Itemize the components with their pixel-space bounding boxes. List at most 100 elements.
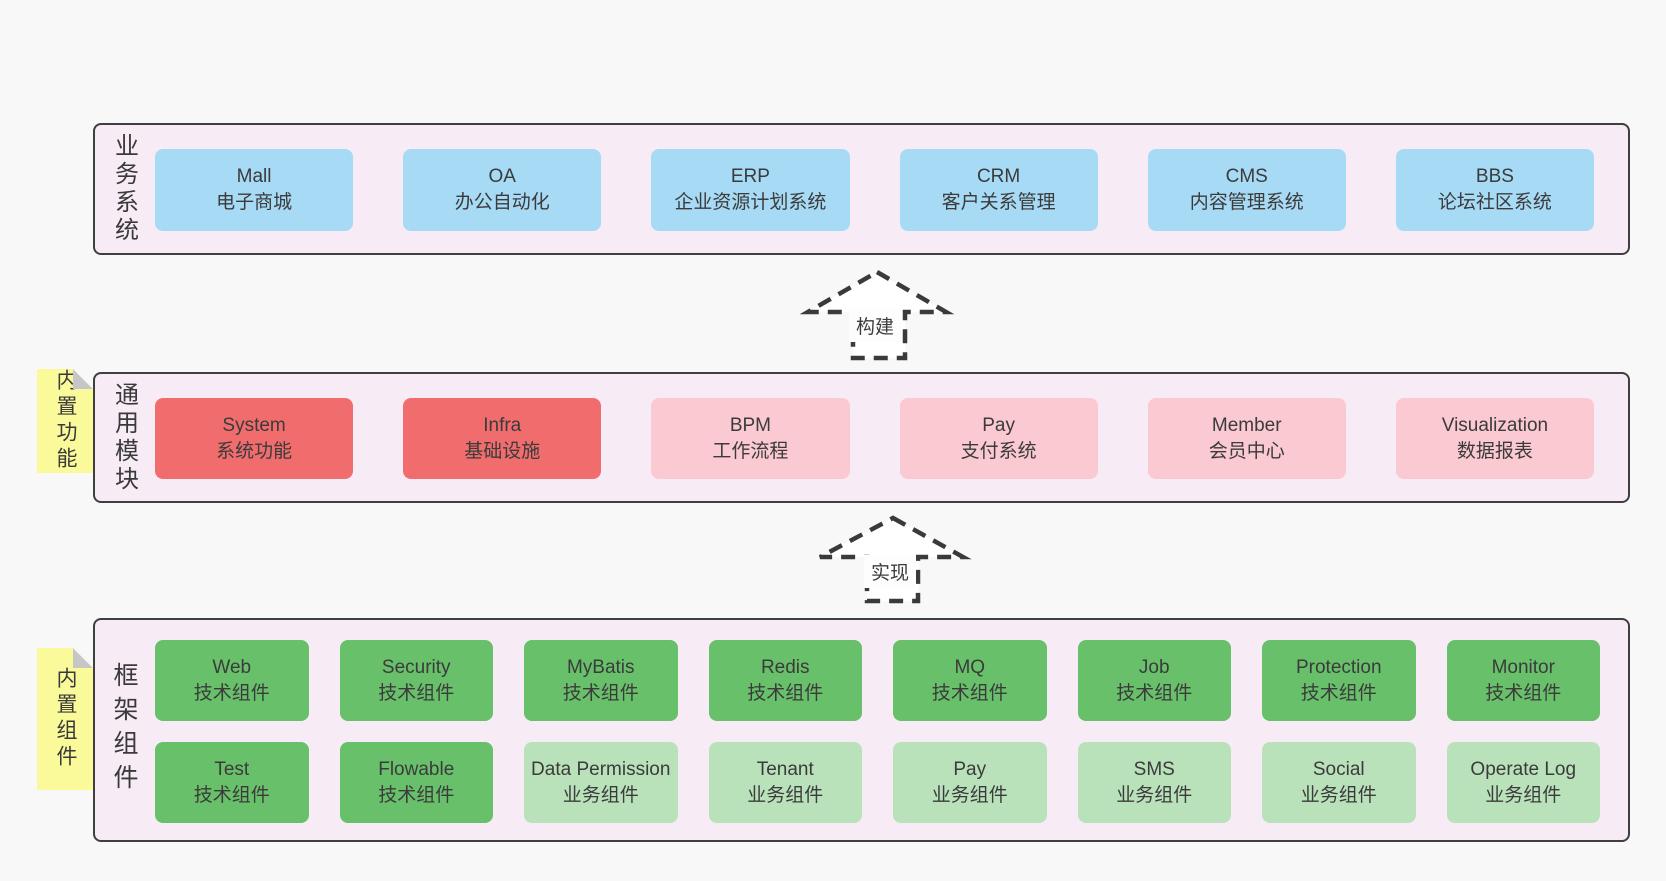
box-subtitle: 技术组件	[562, 682, 639, 704]
box-title: Web	[212, 656, 252, 678]
box-title: Test	[214, 758, 250, 780]
box-title: BPM	[729, 414, 771, 436]
box-subtitle: 支付系统	[960, 440, 1037, 462]
box-subtitle: 技术组件	[747, 682, 824, 704]
box-title: Protection	[1295, 656, 1382, 678]
box-title: Job	[1138, 656, 1170, 678]
box-subtitle: 技术组件	[193, 682, 270, 704]
module-boxes: System 系统功能 Infra 基础设施 BPM 工作流程 Pay 支付系统…	[153, 374, 1628, 501]
box-title: Social	[1312, 758, 1365, 780]
box-subtitle: 技术组件	[1485, 682, 1562, 704]
box-protection: Protection 技术组件	[1262, 640, 1416, 721]
box-title: Pay	[953, 758, 987, 780]
box-crm: CRM 客户关系管理	[899, 149, 1098, 231]
business-layer-label-text: 业务系统	[110, 133, 138, 245]
box-operate-log: Operate Log 业务组件	[1446, 742, 1600, 823]
box-subtitle: 技术组件	[378, 784, 455, 806]
box-social: Social 业务组件	[1262, 742, 1416, 823]
box-title: Operate Log	[1470, 758, 1577, 780]
box-infra: Infra 基础设施	[403, 398, 602, 479]
box-subtitle: 业务组件	[1485, 784, 1562, 806]
box-title: System	[222, 414, 286, 436]
box-title: Security	[381, 656, 451, 678]
box-subtitle: 会员中心	[1208, 440, 1285, 462]
box-job: Job 技术组件	[1077, 640, 1231, 721]
box-monitor: Monitor 技术组件	[1446, 640, 1600, 721]
box-visualization: Visualization 数据报表	[1395, 398, 1594, 479]
box-oa: OA 办公自动化	[403, 149, 602, 231]
box-subtitle: 企业资源计划系统	[674, 192, 827, 213]
box-security: Security 技术组件	[339, 640, 493, 721]
box-mybatis: MyBatis 技术组件	[524, 640, 678, 721]
box-title: MyBatis	[566, 656, 635, 678]
built-in-features-sticky-note: 内置功能	[37, 369, 93, 473]
component-boxes: Web 技术组件 Security 技术组件 MyBatis 技术组件 Redi…	[153, 620, 1628, 840]
box-subtitle: 技术组件	[378, 682, 455, 704]
box-subtitle: 业务组件	[747, 784, 824, 806]
box-subtitle: 业务组件	[562, 784, 639, 806]
box-subtitle: 论坛社区系统	[1437, 192, 1552, 213]
box-pay-component: Pay 业务组件	[893, 742, 1047, 823]
box-title: Mall	[236, 166, 272, 187]
implement-arrow-label: 实现	[864, 555, 917, 588]
box-subtitle: 电子商城	[216, 192, 293, 213]
box-title: Monitor	[1491, 656, 1555, 678]
box-subtitle: 办公自动化	[454, 192, 550, 213]
box-title: Tenant	[756, 758, 814, 780]
built-in-components-sticky-note: 内置组件	[37, 648, 93, 790]
box-redis: Redis 技术组件	[708, 640, 862, 721]
business-boxes: Mall 电子商城 OA 办公自动化 ERP 企业资源计划系统 CRM 客户关系…	[153, 125, 1628, 253]
build-arrow-label: 构建	[849, 309, 902, 342]
box-title: SMS	[1133, 758, 1175, 780]
box-test: Test 技术组件	[155, 742, 309, 823]
box-subtitle: 业务组件	[931, 784, 1008, 806]
box-title: Visualization	[1441, 414, 1549, 436]
business-systems-layer: 业务系统 Mall 电子商城 OA 办公自动化 ERP 企业资源计划系统 CRM…	[93, 123, 1630, 255]
common-modules-layer: 通用模块 System 系统功能 Infra 基础设施 BPM 工作流程 Pay…	[93, 372, 1630, 503]
box-subtitle: 系统功能	[216, 440, 293, 462]
box-title: ERP	[730, 166, 770, 187]
box-sms: SMS 业务组件	[1077, 742, 1231, 823]
box-title: MQ	[954, 656, 986, 678]
box-bbs: BBS 论坛社区系统	[1395, 149, 1594, 231]
sticky-note-text: 内置组件	[54, 667, 77, 771]
box-subtitle: 技术组件	[193, 784, 270, 806]
box-erp: ERP 企业资源计划系统	[651, 149, 850, 231]
box-subtitle: 数据报表	[1456, 440, 1533, 462]
box-system: System 系统功能	[155, 398, 354, 479]
box-cms: CMS 内容管理系统	[1147, 149, 1346, 231]
box-flowable: Flowable 技术组件	[339, 742, 493, 823]
box-title: Member	[1211, 414, 1282, 436]
box-title: Pay	[982, 414, 1015, 436]
box-subtitle: 业务组件	[1300, 784, 1377, 806]
box-member: Member 会员中心	[1147, 398, 1346, 479]
business-layer-label: 业务系统	[95, 125, 153, 253]
box-title: BBS	[1475, 166, 1514, 187]
box-subtitle: 内容管理系统	[1189, 192, 1304, 213]
box-subtitle: 技术组件	[931, 682, 1008, 704]
box-subtitle: 技术组件	[1116, 682, 1193, 704]
box-subtitle: 工作流程	[712, 440, 789, 462]
box-title: CMS	[1225, 166, 1268, 187]
box-title: CRM	[976, 166, 1021, 187]
box-title: Infra	[483, 414, 522, 436]
box-mq: MQ 技术组件	[893, 640, 1047, 721]
box-title: OA	[488, 166, 516, 187]
components-layer-label-text: 框架组件	[110, 662, 138, 798]
box-tenant: Tenant 业务组件	[708, 742, 862, 823]
sticky-note-text: 内置功能	[54, 369, 77, 473]
box-title: Flowable	[378, 758, 455, 780]
box-title: Redis	[760, 656, 810, 678]
box-pay-module: Pay 支付系统	[899, 398, 1098, 479]
box-bpm: BPM 工作流程	[651, 398, 850, 479]
box-subtitle: 技术组件	[1300, 682, 1377, 704]
box-subtitle: 基础设施	[464, 440, 541, 462]
modules-layer-label-text: 通用模块	[110, 381, 138, 494]
box-data-permission: Data Permission 业务组件	[524, 742, 678, 823]
box-web: Web 技术组件	[155, 640, 309, 721]
components-layer-label: 框架组件	[95, 620, 153, 840]
box-title: Data Permission	[531, 758, 671, 780]
box-subtitle: 业务组件	[1116, 784, 1193, 806]
box-subtitle: 客户关系管理	[941, 192, 1056, 213]
